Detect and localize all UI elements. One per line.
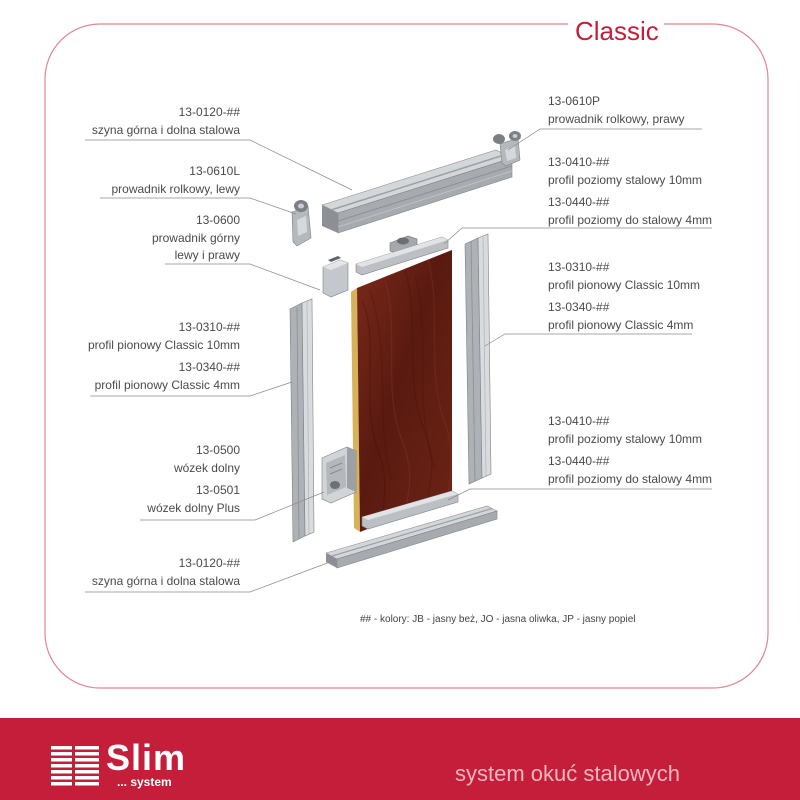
part-description-label: profil poziomy do stalowy 4mm [548, 212, 713, 227]
part-code-label: 13-0310-## [548, 260, 610, 274]
part-code-label: 13-0310-## [178, 320, 240, 334]
leader-line-right-roller [507, 128, 702, 151]
part-code-label: 13-0340-## [548, 300, 610, 314]
part-code-label: 13-0610P [548, 94, 601, 108]
callout-top-rail: 13-0120-## szyna górna i dolna stalowa [92, 104, 240, 139]
part-code-label: 13-0610L [189, 164, 240, 178]
top-guide [322, 256, 349, 298]
page-frame [44, 23, 769, 689]
logo-subtitle: ... system [117, 775, 172, 789]
left-vertical-profile [289, 298, 315, 543]
part-description-label: wózek dolny [173, 460, 240, 475]
part-code-label: 13-0500 [195, 443, 240, 457]
bottom-rail [325, 505, 498, 569]
bottom-horizontal-profile [361, 490, 459, 530]
part-code-label: 13-0340-## [178, 360, 240, 374]
logo-wordmark: Slim [106, 737, 187, 778]
callout-left-vertical-profile: 13-0310-## profil pionowy Classic 10mm 1… [88, 319, 240, 394]
part-description-label: profil poziomy stalowy 10mm [548, 431, 703, 446]
part-code-label: 13-0600 [195, 213, 240, 227]
part-code-label: 13-0410-## [548, 155, 610, 169]
part-description-label: profil pionowy Classic 10mm [548, 277, 701, 292]
part-description-label: profil poziomy do stalowy 4mm [548, 471, 713, 486]
door-panel [351, 250, 452, 532]
leader-line-top-rail [85, 139, 353, 191]
bottom-carriage [321, 446, 357, 504]
part-code-label: 13-0440-## [548, 454, 610, 468]
leader-line-bottom-horizontal [447, 488, 712, 501]
leader-lines [85, 128, 712, 593]
footer-tagline: system okuć stalowych [455, 761, 680, 786]
part-description-label: profil poziomy stalowy 10mm [548, 172, 703, 187]
callout-top-horizontal-profile: 13-0410-## profil poziomy stalowy 10mm 1… [548, 154, 712, 229]
callout-bottom-rail: 13-0120-## szyna górna i dolna stalowa [92, 555, 240, 590]
leader-line-bottom-rail [85, 561, 331, 593]
leader-line-right-vertical [484, 333, 692, 347]
leader-line-top-horizontal [443, 227, 712, 245]
page-title: Classic [575, 16, 659, 46]
part-description-label: prowadnik górny [151, 230, 240, 245]
part-description-label: wózek dolny Plus [147, 500, 240, 515]
part-description-label: prowadnik rolkowy, prawy [548, 111, 685, 126]
part-code-label: 13-0440-## [548, 195, 610, 209]
leader-line-carriage [140, 491, 325, 521]
part-code-label: 13-0120-## [178, 105, 240, 119]
leader-line-top-guide [165, 263, 321, 291]
callout-right-roller-guide: 13-0610P prowadnik rolkowy, prawy [548, 93, 685, 128]
part-description-label: profil pionowy Classic 10mm [87, 337, 240, 352]
footer-band [0, 718, 800, 800]
right-vertical-profile [464, 233, 492, 485]
part-code-label: 13-0501 [195, 483, 240, 497]
left-roller-guide [291, 200, 312, 247]
part-code-label: 13-0410-## [548, 414, 610, 428]
leader-line-left-roller [100, 197, 297, 215]
top-rail [321, 149, 513, 234]
slim-logo-icon [51, 746, 99, 786]
leader-line-left-vertical [90, 381, 293, 397]
part-code-label: 13-0120-## [178, 556, 240, 570]
callout-bottom-carriage: 13-0500 wózek dolny 13-0501 wózek dolny … [147, 442, 240, 517]
part-description-label: lewy i prawy [174, 248, 240, 262]
top-horizontal-profile [355, 236, 449, 276]
color-legend-footnote: ## - kolory: JB - jasny beż, JO - jasna … [360, 614, 636, 625]
part-description-label: szyna górna i dolna stalowa [91, 122, 240, 137]
part-description-label: profil pionowy Classic 4mm [94, 377, 240, 392]
part-description-label: profil pionowy Classic 4mm [548, 317, 694, 332]
part-description-label: prowadnik rolkowy, lewy [111, 181, 241, 196]
part-description-label: szyna górna i dolna stalowa [91, 573, 240, 588]
callout-right-vertical-profile: 13-0310-## profil pionowy Classic 10mm 1… [548, 259, 700, 334]
callout-left-roller-guide: 13-0610L prowadnik rolkowy, lewy [112, 163, 241, 198]
callout-bottom-horizontal-profile: 13-0410-## profil poziomy stalowy 10mm 1… [548, 413, 712, 488]
callout-top-guide: 13-0600 prowadnik górny lewy i prawy [152, 212, 240, 265]
